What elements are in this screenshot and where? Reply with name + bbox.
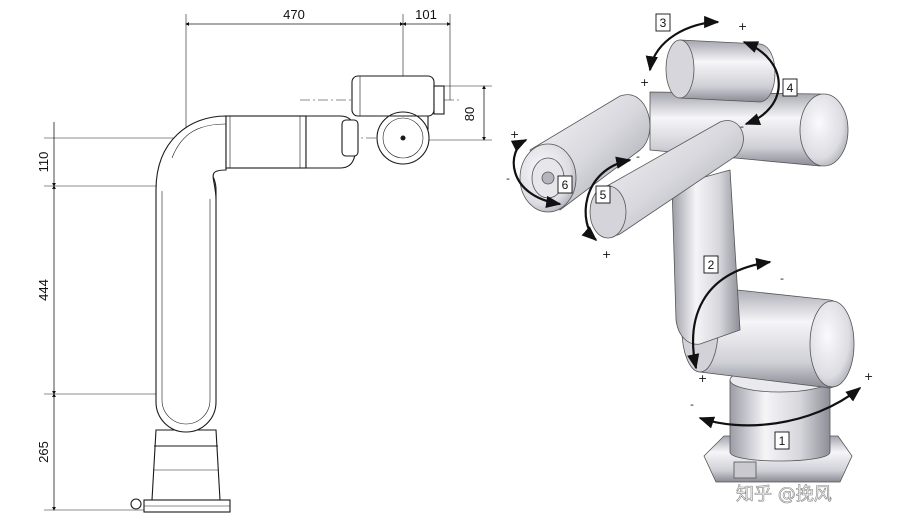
drawing-wrist [341,75,445,165]
minus-sign: - [636,150,640,163]
rotation-arrows [510,15,862,429]
dimension-80-label: 80 [462,107,477,121]
plus-sign: + [510,128,519,141]
dimension-470-label: 470 [283,7,305,22]
dimension-265-label: 265 [36,441,51,463]
drawing-upper-link [225,115,357,169]
drawing-elbow [155,115,227,201]
joint-6-arrow [510,139,562,209]
minus-sign: - [690,398,694,411]
robot-render [519,39,855,483]
joint-labels: 1 2 3 4 5 6 [557,13,798,450]
plus-sign: + [738,20,747,33]
dimension-101-label: 101 [415,7,437,22]
watermark: 知乎 @挽风 [736,484,832,505]
joint-label-2: 2 [708,258,715,272]
joint-label-1: 1 [779,434,786,448]
joint-label-4: 4 [787,81,794,95]
minus-sign: - [740,120,744,133]
joint-label-5: 5 [600,188,607,202]
dimension-110-label: 110 [36,152,51,173]
plus-sign: + [640,76,649,89]
minus-sign: - [506,172,510,185]
plus-sign: + [864,370,873,383]
minus-sign: - [780,272,784,285]
joint-2-arrow [687,257,772,370]
direction-signs: + - + - + - + - - + + - [506,12,873,411]
plus-sign: + [602,248,611,261]
plus-sign: + [698,372,707,385]
joint-label-3: 3 [660,16,667,30]
joint-1-arrow [698,387,862,429]
drawing-base [130,429,231,513]
dimension-444-label: 444 [36,279,51,301]
joint-5-arrow [581,156,632,242]
drawing-lower-link [155,159,217,433]
technical-drawing [44,14,492,513]
minus-sign: - [706,12,710,25]
joint-label-6: 6 [562,178,569,192]
joint-4-arrow [742,40,780,126]
joint-3-arrow [645,15,720,72]
